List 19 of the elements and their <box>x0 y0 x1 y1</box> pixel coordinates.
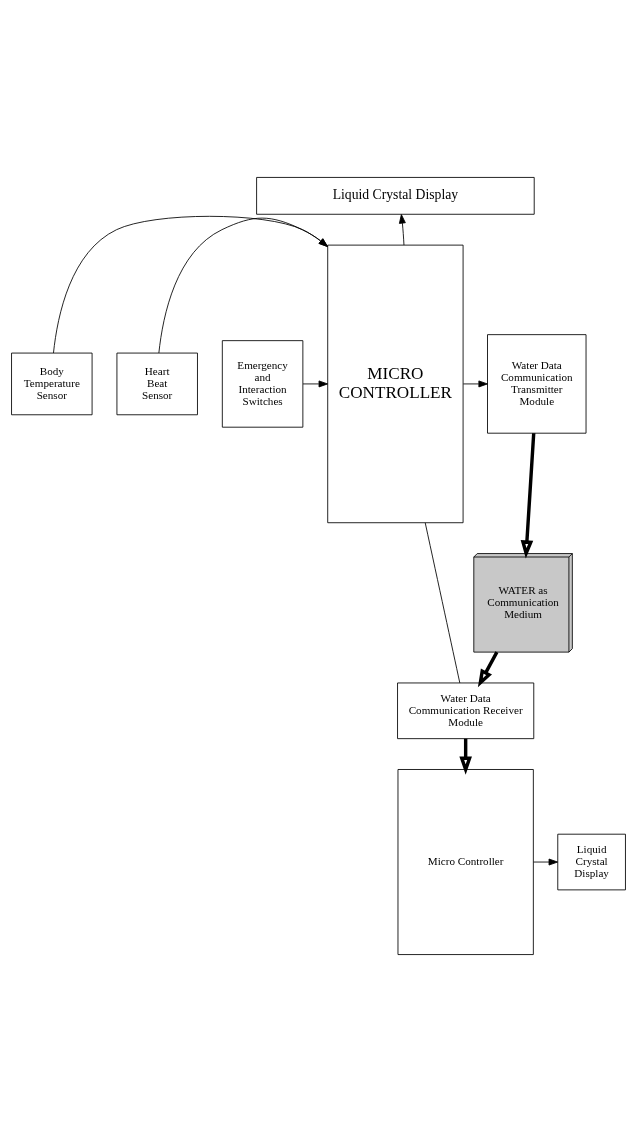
arrow <box>398 213 406 245</box>
arrow <box>462 380 488 387</box>
arrow <box>533 858 559 865</box>
arrow <box>158 217 328 353</box>
arrow <box>477 650 499 687</box>
node-box: Liquid Crystal Display <box>557 833 626 890</box>
node-box: Emergency and Interaction Switches <box>221 339 304 428</box>
connector <box>424 522 461 683</box>
node-box: Liquid Crystal Display <box>256 176 535 215</box>
node-box: Water Data Communication Receiver Module <box>397 682 535 739</box>
arrow <box>520 432 536 558</box>
node-box: Micro Controller <box>397 768 534 955</box>
arrow <box>53 215 328 353</box>
node-box: Heart Beat Sensor <box>116 352 198 415</box>
node-box: Body Temperature Sensor <box>11 352 93 415</box>
arrow <box>459 738 472 775</box>
node-box: Water Data Communication Transmitter Module <box>487 333 587 434</box>
arrow <box>302 380 328 387</box>
node-box: MICRO CONTROLLER <box>327 244 464 523</box>
